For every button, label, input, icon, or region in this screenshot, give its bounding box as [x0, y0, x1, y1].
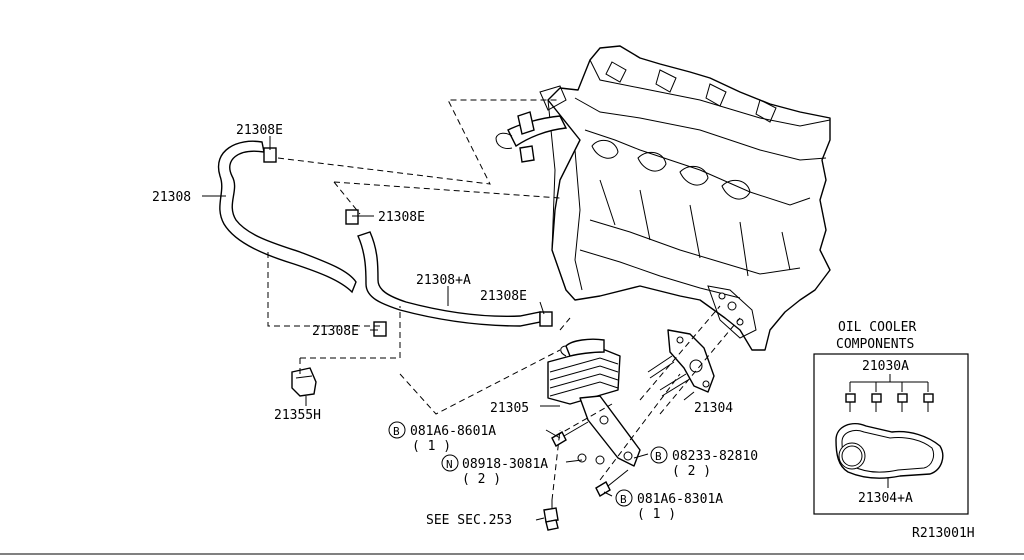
- diagram-reference-code: R213001H: [912, 526, 975, 541]
- b-marker: B: [655, 450, 662, 463]
- bolt-icon: [845, 393, 934, 412]
- b-marker: B: [620, 493, 627, 506]
- part-label-081a6-8601a: 081A6-8601A: [410, 424, 496, 439]
- part-label-21308e-top[interactable]: 21308E: [236, 123, 283, 138]
- n-marker: N: [446, 458, 453, 471]
- part-qty-081a6-8301a: ( 1 ): [637, 507, 676, 522]
- engine-block-illustration: [495, 45, 831, 351]
- part-label-08233-82810: 08233-82810: [672, 449, 758, 464]
- components-title-line1: OIL COOLER: [838, 320, 916, 335]
- part-label-21355h[interactable]: 21355H: [274, 408, 321, 423]
- part-label-21304[interactable]: 21304: [694, 401, 733, 416]
- part-label-21308e-low[interactable]: 21308E: [312, 324, 359, 339]
- see-section-link[interactable]: SEE SEC.253: [426, 513, 512, 528]
- part-label-21304a[interactable]: 21304+A: [858, 491, 913, 506]
- nut-3081a-callout[interactable]: N 08918-3081A ( 2 ): [441, 454, 548, 487]
- components-title-line2: COMPONENTS: [836, 337, 914, 352]
- hose-clamp: [263, 147, 553, 337]
- part-label-21308a[interactable]: 21308+A: [416, 273, 471, 288]
- gasket-icon: [835, 422, 944, 479]
- bolt-8601a-callout[interactable]: B 081A6-8601A ( 1 ): [388, 421, 496, 454]
- stud-82810-callout[interactable]: B 08233-82810 ( 2 ): [650, 446, 758, 479]
- part-label-21305[interactable]: 21305: [490, 401, 529, 416]
- part-qty-08233-82810: ( 2 ): [672, 464, 711, 479]
- bolt-8301a-callout[interactable]: B 081A6-8301A ( 1 ): [615, 489, 723, 522]
- part-label-21030a[interactable]: 21030A: [862, 359, 909, 374]
- oil-cooler-components-panel: OIL COOLER COMPONENTS 21030A 21304+A: [813, 320, 969, 515]
- water-hoses: [217, 140, 553, 397]
- part-qty-08918-3081a: ( 2 ): [462, 472, 501, 487]
- part-label-21308e-right[interactable]: 21308E: [480, 289, 527, 304]
- part-qty-081a6-8601a: ( 1 ): [412, 439, 451, 454]
- part-label-08918-3081a: 08918-3081A: [462, 457, 548, 472]
- dashed-reference-lines: [267, 99, 741, 501]
- leader-lines: [202, 136, 695, 521]
- part-label-081a6-8301a: 081A6-8301A: [637, 492, 723, 507]
- part-label-21308[interactable]: 21308: [152, 190, 191, 205]
- b-marker: B: [393, 425, 400, 438]
- part-label-21308e-mid[interactable]: 21308E: [378, 210, 425, 225]
